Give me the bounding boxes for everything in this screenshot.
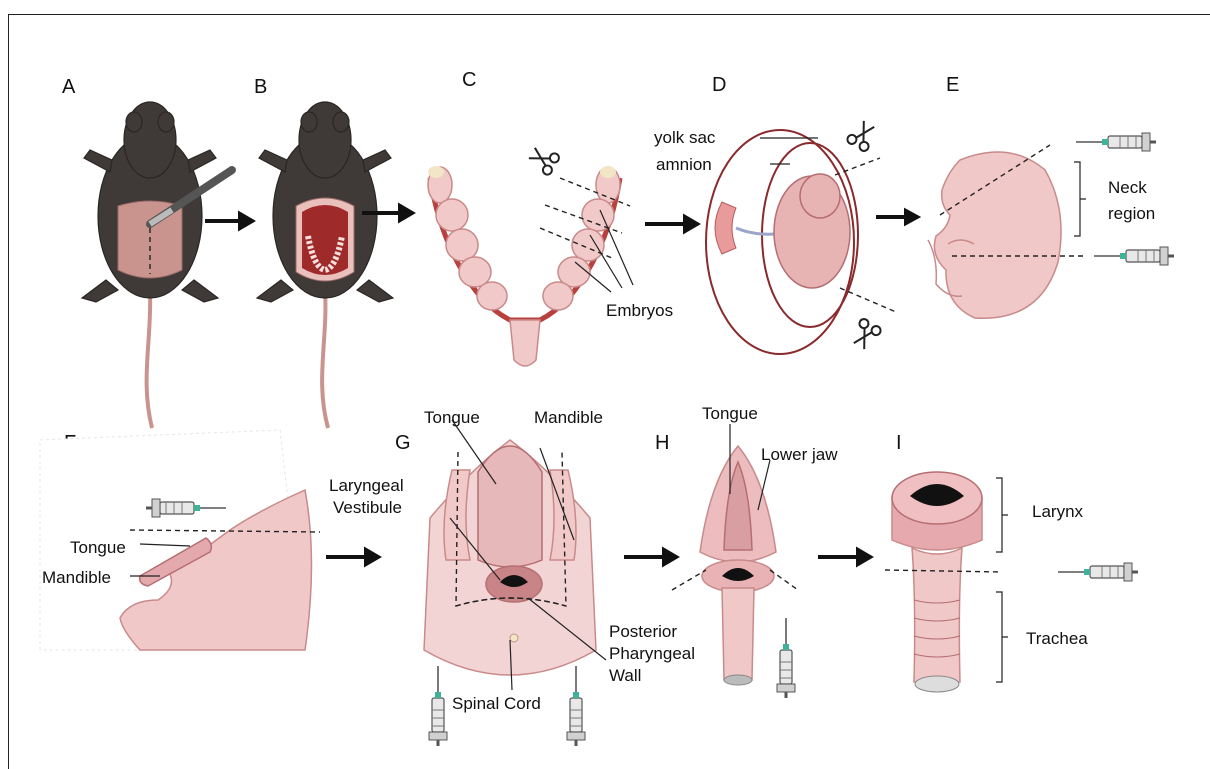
larynx-trachea-i [885, 472, 1138, 692]
scissors-icon [846, 118, 879, 152]
arrow-right-icon [645, 217, 697, 231]
g-mandible-label: Mandible [534, 408, 603, 427]
arrow-right-icon [818, 550, 870, 564]
panel-label-a: A [62, 76, 76, 98]
panel-label-d: D [712, 74, 726, 96]
g-tongue-label: Tongue [424, 408, 480, 427]
neck-region-label-line1: Neck [1108, 178, 1147, 197]
mouse-b [257, 102, 393, 428]
syringe-icon [1058, 563, 1138, 581]
f-tongue-label: Tongue [70, 538, 126, 557]
syringe-icon [1076, 133, 1156, 151]
g-laryngeal-label-line2: Vestibule [333, 498, 402, 517]
panel-label-h: H [655, 432, 669, 454]
amnion-label: amnion [656, 155, 712, 174]
panel-label-g: G [395, 432, 411, 454]
h-lower-jaw-label: Lower jaw [761, 445, 838, 464]
panel-label-i: I [896, 432, 902, 454]
uterus-c [428, 143, 633, 366]
h-tongue-label: Tongue [702, 404, 758, 423]
i-larynx-label: Larynx [1032, 502, 1084, 521]
syringe-icon [567, 666, 585, 746]
mouse-a [82, 102, 232, 428]
arrow-right-icon [876, 211, 917, 223]
f-mandible-label: Mandible [42, 568, 111, 587]
panel-label-b: B [254, 76, 267, 98]
i-trachea-label: Trachea [1026, 629, 1088, 648]
arrow-right-icon [624, 550, 676, 564]
g-posterior-label-line1: Posterior [609, 622, 677, 641]
g-posterior-label-line2: Pharyngeal [609, 644, 695, 663]
g-posterior-label-line3: Wall [609, 666, 641, 685]
panel-label-e: E [946, 74, 959, 96]
neck-region-label-line2: region [1108, 204, 1155, 223]
embryos-label: Embryos [606, 301, 673, 320]
arrow-right-icon [205, 214, 252, 228]
syringe-icon [1094, 247, 1174, 265]
scissors-icon [526, 143, 560, 176]
embryo-e [928, 133, 1174, 318]
embryo-sacs-d [706, 118, 896, 354]
g-spinal-cord-label: Spinal Cord [452, 694, 541, 713]
syringe-icon [429, 666, 447, 746]
arrow-right-icon [326, 550, 378, 564]
yolk-sac-label: yolk sac [654, 128, 716, 147]
g-laryngeal-label-line1: Laryngeal [329, 476, 404, 495]
panel-label-c: C [462, 69, 476, 91]
scissors-icon [849, 317, 882, 351]
syringe-icon [777, 618, 795, 698]
